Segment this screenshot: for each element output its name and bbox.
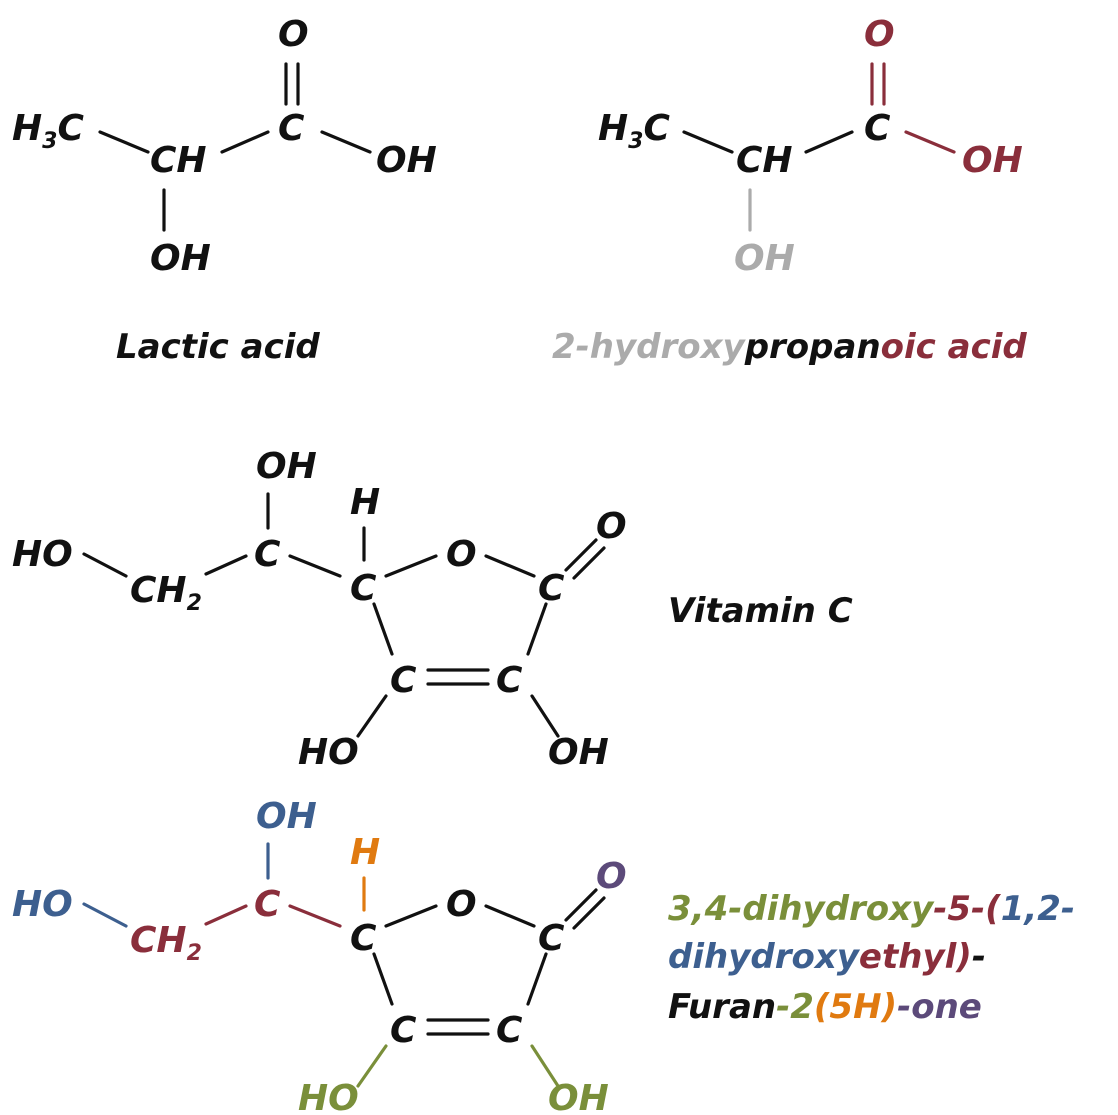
iupac-line-2: dihydroxyethyl)- (668, 937, 986, 977)
bond-c5-c4 (372, 602, 394, 656)
bond-c2-o-1 (564, 538, 598, 572)
bond-ch-c (804, 130, 854, 154)
vitamin-c-colored-structure: OH H HO CH2 C C O C O C C HO OH (12, 796, 627, 1115)
atom-ho-bottom: HO (298, 1078, 359, 1115)
atom-oh-acid: OH (376, 140, 437, 181)
atom-ch: CH (150, 140, 207, 181)
lactic-acid-structure: O H3C C CH OH OH (12, 14, 437, 279)
atom-c4: C (390, 660, 417, 701)
bond-c-c5 (288, 554, 342, 578)
caption-vitamin-c: Vitamin C (668, 591, 853, 631)
bond-c4-ho (356, 1044, 388, 1088)
bond-c4-ho (356, 694, 388, 738)
atom-c5: C (350, 918, 377, 959)
atom-ho-left: HO (12, 534, 73, 575)
atom-c4: C (390, 1010, 417, 1051)
atom-ho-bottom: HO (298, 732, 359, 773)
bond-c-oh (904, 130, 956, 154)
bond-ch-c (220, 130, 270, 154)
atom-oh-top: OH (256, 446, 317, 487)
atom-oh-acid: OH (962, 140, 1023, 181)
atom-ch: CH (736, 140, 793, 181)
bond-ch2-c (204, 904, 248, 926)
atom-oh-hydroxy: OH (150, 238, 211, 279)
caption-vitamin-c-iupac: 3,4-dihydroxy-5-(1,2- dihydroxyethyl)- F… (668, 889, 1075, 1027)
atom-c2: C (538, 568, 565, 609)
atom-o-carbonyl: O (596, 856, 627, 897)
caption-lactic-acid: Lactic acid (116, 327, 320, 367)
atom-c-side: C (254, 884, 281, 925)
lactic-acid-colored-structure: O H3C C CH OH OH (598, 14, 1023, 279)
bond-c2-o-1 (564, 888, 598, 922)
atom-h: H (350, 832, 380, 873)
bond-h3c-ch (682, 130, 734, 154)
atom-h3c: H3C (12, 108, 84, 154)
atom-c5: C (350, 568, 377, 609)
bond-c5-o (384, 904, 438, 928)
bond-c2-o-2 (572, 896, 606, 930)
atom-o-carbonyl: O (864, 14, 895, 55)
atom-oh-top: OH (256, 796, 317, 837)
atom-c3: C (496, 660, 523, 701)
atom-o-ring: O (446, 534, 477, 575)
bond-c2-c3 (526, 952, 548, 1006)
atom-h3c: H3C (598, 108, 670, 154)
iupac-line-1: 3,4-dihydroxy-5-(1,2- (668, 889, 1075, 929)
atom-ch2: CH2 (130, 570, 202, 616)
atom-c-side: C (254, 534, 281, 575)
iupac-line-3: Furan-2(5H)-one (668, 987, 982, 1027)
bond-c2-c3 (526, 602, 548, 656)
bond-c5-c4 (372, 952, 394, 1006)
bond-c5-o (384, 554, 438, 578)
bond-ho-ch2 (82, 902, 128, 928)
bond-h3c-ch (98, 130, 150, 154)
atom-c3: C (496, 1010, 523, 1051)
bond-o-c2 (484, 904, 536, 928)
bond-c3-oh (530, 694, 560, 738)
atom-o-ring: O (446, 884, 477, 925)
atom-oh-bottom: OH (548, 732, 609, 773)
atom-c-carbonyl: C (278, 108, 305, 149)
bond-c-c5 (288, 904, 342, 928)
bond-c2-o-2 (572, 546, 606, 580)
atom-h: H (350, 482, 380, 523)
vitamin-c-structure: OH H HO CH2 C C O C O C C HO OH (12, 446, 627, 773)
bond-c3-oh (530, 1044, 560, 1088)
bond-ch2-c (204, 554, 248, 576)
caption-lactic-iupac: 2-hydroxypropanoic acid (552, 327, 1027, 367)
atom-o-carbonyl: O (596, 506, 627, 547)
atom-ch2: CH2 (130, 920, 202, 966)
atom-c-carbonyl: C (864, 108, 891, 149)
atom-oh-hydroxy: OH (734, 238, 795, 279)
atom-oh-bottom: OH (548, 1078, 609, 1115)
atom-o-carbonyl: O (278, 14, 309, 55)
bond-ho-ch2 (82, 552, 128, 578)
atom-ho-left: HO (12, 884, 73, 925)
bond-c-oh (320, 130, 372, 154)
bond-o-c2 (484, 554, 536, 578)
atom-c2: C (538, 918, 565, 959)
